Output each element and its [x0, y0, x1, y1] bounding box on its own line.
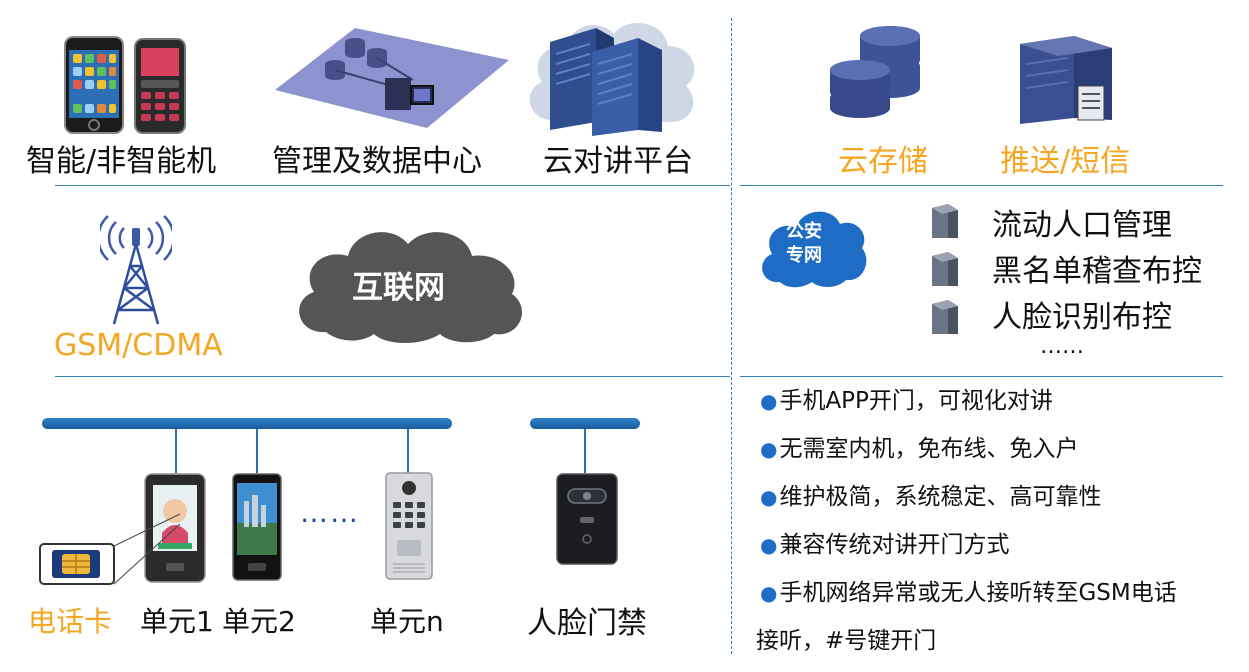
feature-item: ●手机APP开门，可视化对讲: [760, 388, 1053, 414]
server-icon: [932, 204, 958, 238]
cloud-storage-label: 云存储: [838, 144, 928, 179]
police-service-more: ……: [1040, 334, 1084, 359]
units-ellipsis: ……: [300, 496, 360, 529]
push-sms-label: 推送/短信: [1000, 144, 1131, 179]
network-bus-units: [42, 418, 452, 429]
cloud-platform-label: 云对讲平台: [543, 144, 693, 179]
bus-drop-unitn: [407, 429, 409, 473]
feature-list: ●手机APP开门，可视化对讲 ●无需室内机，免布线、免入户 ●维护极简，系统稳定…: [756, 384, 1240, 672]
database-icon: [830, 26, 920, 118]
smartphone-icon: [64, 36, 124, 134]
bullet-dot-icon: ●: [760, 581, 778, 605]
sim-label: 电话卡: [28, 605, 113, 638]
unit1-label: 单元1: [140, 605, 214, 638]
server-icon: [932, 252, 958, 286]
bus-drop-unit1: [175, 429, 177, 473]
feature-item: ●无需室内机，免布线、免入户: [760, 436, 1079, 462]
police-service-1: 流动人口管理: [992, 208, 1172, 243]
cell-tower-icon: [100, 215, 172, 325]
server-icon: [932, 300, 958, 334]
face-access-label: 人脸门禁: [527, 606, 647, 641]
bus-drop-unit2: [256, 429, 258, 473]
police-network-cloud-icon: [762, 211, 867, 288]
network-bus-face-access: [530, 418, 640, 429]
divider-top-left: [55, 185, 730, 186]
unit2-door-panel: [232, 473, 282, 581]
cloud-server-icon: [529, 22, 695, 136]
feature-item: ●维护极简，系统稳定、高可靠性: [760, 484, 1102, 510]
datacenter-label: 管理及数据中心: [272, 144, 482, 179]
bullet-dot-icon: ●: [760, 485, 778, 509]
police-service-3: 人脸识别布控: [992, 300, 1172, 335]
divider-mid-left: [55, 376, 730, 377]
internet-label: 互联网: [352, 270, 445, 306]
phones-label: 智能/非智能机: [26, 144, 217, 179]
feature-item-continuation: 接听，#号键开门: [756, 628, 937, 654]
bullet-dot-icon: ●: [760, 533, 778, 557]
sim-card-icon: [39, 513, 181, 585]
police-service-2: 黑名单稽查布控: [992, 254, 1202, 289]
gsm-label: GSM/CDMA: [54, 328, 223, 363]
unit2-label: 单元2: [222, 605, 296, 638]
sms-server-icon: [1020, 36, 1112, 124]
divider-mid-right: [740, 376, 1223, 377]
internet-cloud-icon: [299, 232, 523, 343]
bullet-dot-icon: ●: [760, 389, 778, 413]
feature-item: ●兼容传统对讲开门方式: [760, 532, 1010, 558]
police-network-label: 公安 专网: [786, 221, 822, 266]
vertical-divider: [731, 18, 732, 654]
datacenter-icon: [275, 28, 509, 128]
face-access-terminal: [556, 473, 618, 565]
bullet-dot-icon: ●: [760, 437, 778, 461]
unitn-label: 单元n: [370, 605, 444, 638]
feature-phone-icon: [134, 38, 186, 134]
divider-top-right: [740, 185, 1223, 186]
unitn-door-panel: [385, 472, 433, 580]
feature-item: ●手机网络异常或无人接听转至GSM电话: [760, 580, 1177, 606]
bus-drop-face: [584, 429, 586, 473]
